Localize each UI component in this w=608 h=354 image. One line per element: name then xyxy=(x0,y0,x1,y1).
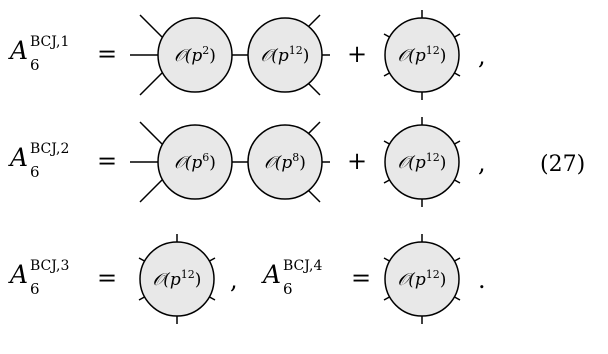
vertex-blob xyxy=(384,241,460,317)
plus-sign: + xyxy=(347,147,367,175)
trailing-punctuation: , xyxy=(478,42,486,70)
external-leg xyxy=(139,72,163,96)
lhs-subscript: 6 xyxy=(30,56,40,74)
lhs-superscript: BCJ,4 xyxy=(283,258,323,274)
vertex-label: 𝒪(p2) xyxy=(174,44,216,66)
vertex-label: 𝒪(p6) xyxy=(174,151,216,173)
lhs-subscript: 6 xyxy=(283,280,293,298)
vertex-blob xyxy=(247,124,323,200)
lhs-symbol: A xyxy=(8,260,28,289)
vertex-label: 𝒪(p8) xyxy=(264,151,306,173)
contact-diagram: 𝒪(p12) xyxy=(138,234,216,324)
vertex-label: 𝒪(p12) xyxy=(398,151,447,173)
lhs-subscript: 6 xyxy=(30,280,40,298)
equals-sign: = xyxy=(97,264,117,292)
external-leg xyxy=(139,14,163,38)
factorized-diagram: 𝒪(p2) 𝒪(p12) xyxy=(130,14,330,96)
lhs-symbol: A xyxy=(261,260,281,289)
equals-sign: = xyxy=(97,147,117,175)
vertex-label: 𝒪(p12) xyxy=(153,268,202,290)
vertex-label: 𝒪(p12) xyxy=(398,268,447,290)
trailing-punctuation: . xyxy=(478,266,486,294)
vertex-blob xyxy=(247,17,323,93)
vertex-blob xyxy=(139,241,215,317)
equation-row-1: A BCJ,1 6 = 𝒪(p2) 𝒪(p12) + 𝒪(p12) , xyxy=(8,10,486,100)
trailing-punctuation: , xyxy=(478,149,486,177)
external-leg xyxy=(139,179,163,203)
vertex-blob xyxy=(157,17,233,93)
contact-diagram: 𝒪(p12) xyxy=(383,234,461,324)
contact-diagram: 𝒪(p12) xyxy=(383,10,461,100)
vertex-label: 𝒪(p12) xyxy=(261,44,310,66)
contact-diagram: 𝒪(p12) xyxy=(383,117,461,207)
vertex-label: 𝒪(p12) xyxy=(398,44,447,66)
vertex-blob xyxy=(384,17,460,93)
lhs-superscript: BCJ,2 xyxy=(30,141,69,157)
vertex-blob xyxy=(384,124,460,200)
lhs-symbol: A xyxy=(8,36,28,65)
plus-sign: + xyxy=(347,40,367,68)
vertex-blob xyxy=(157,124,233,200)
trailing-punctuation: , xyxy=(230,266,238,294)
equation-row-3: A BCJ,3 6 = 𝒪(p12) , xyxy=(8,234,238,324)
lhs-superscript: BCJ,3 xyxy=(30,258,69,274)
equation-row-4: A BCJ,4 6 = 𝒪(p12) . xyxy=(261,234,486,324)
equation-row-2: A BCJ,2 6 = 𝒪(p6) 𝒪(p8) + 𝒪(p12) , xyxy=(8,117,486,207)
lhs-symbol: A xyxy=(8,143,28,172)
equals-sign: = xyxy=(351,264,371,292)
external-leg xyxy=(139,121,163,145)
lhs-subscript: 6 xyxy=(30,163,40,181)
lhs-superscript: BCJ,1 xyxy=(30,34,69,50)
equals-sign: = xyxy=(97,40,117,68)
equation-number: (27) xyxy=(540,152,585,177)
factorized-diagram: 𝒪(p6) 𝒪(p8) xyxy=(130,121,330,203)
